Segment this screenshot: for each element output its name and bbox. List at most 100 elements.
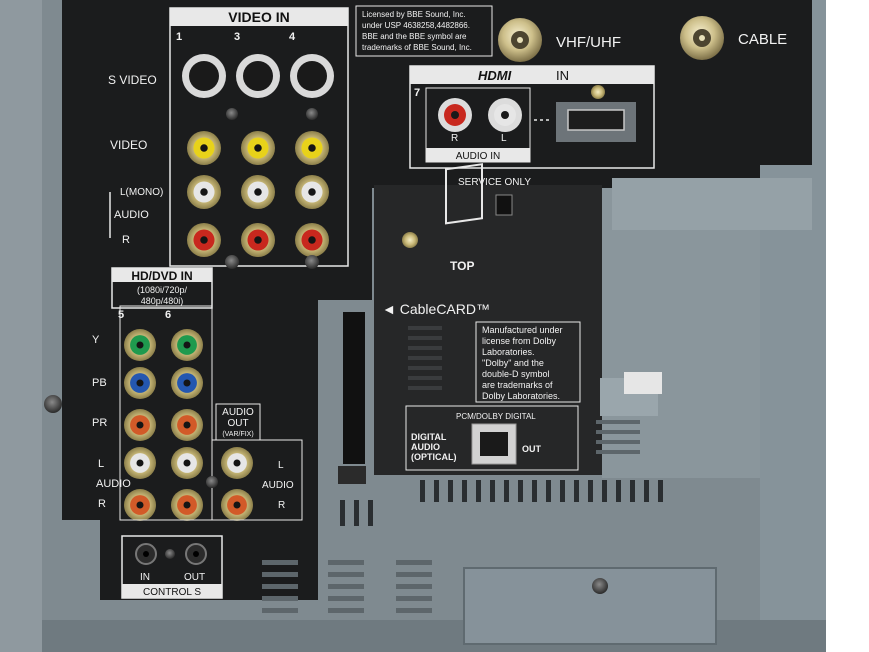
- control-s-title: CONTROL S: [143, 587, 201, 598]
- hdmi-port[interactable]: [567, 109, 625, 131]
- video-in-title-bg: [170, 8, 348, 26]
- hdmi-audio-in-label: AUDIO IN: [456, 151, 500, 162]
- chassis-screw-left: [44, 395, 62, 413]
- pr-label: PR: [92, 417, 107, 429]
- audio-out-sub: (VAR/FIX): [222, 431, 253, 438]
- hdmi-r-label: R: [451, 133, 458, 144]
- bbe-line-4: trademarks of BBE Sound, Inc.: [362, 43, 472, 52]
- video-audio-label: AUDIO: [114, 209, 149, 221]
- panel-screw-5: [206, 476, 218, 488]
- audio-l-jack-1[interactable]: [187, 175, 221, 209]
- vent-grille-panel: [408, 326, 442, 390]
- hd-audio-label: AUDIO: [96, 478, 131, 490]
- y-jack-2[interactable]: [171, 329, 203, 361]
- control-s-out: OUT: [184, 572, 205, 583]
- audio-out-title-2: OUT: [227, 418, 248, 429]
- hdmi-audio-in-bg: [426, 148, 530, 162]
- hdmi-logo: HDMI: [478, 68, 512, 83]
- hdmi-in-label: IN: [556, 68, 569, 83]
- hd-audio-r-jack-1[interactable]: [124, 489, 156, 521]
- video-label: VIDEO: [110, 138, 147, 152]
- hd-dvd-formats-2: 480p/480i): [141, 296, 184, 306]
- audio-r-jack-2[interactable]: [241, 223, 275, 257]
- top-logo: TOP: [450, 259, 474, 273]
- control-s-mid-screw: [165, 549, 175, 559]
- video-in-number-1: 1: [176, 31, 182, 43]
- video-jack-2[interactable]: [241, 131, 275, 165]
- hd-dvd-rca-jacks: [124, 329, 253, 521]
- dolby-line-1: Manufactured under: [482, 325, 563, 335]
- audio-l-jack-3[interactable]: [295, 175, 329, 209]
- hd-dvd-number-5: 5: [118, 309, 124, 321]
- top-logo-box: [445, 163, 483, 225]
- hd-audio-l-jack-1[interactable]: [124, 447, 156, 479]
- hdmi-l-label: L: [501, 133, 507, 144]
- s-video-jacks: [182, 54, 334, 98]
- hd-dvd-title-bg: [112, 268, 212, 282]
- hd-l-label: L: [98, 458, 104, 470]
- chassis-right-edge: [826, 0, 869, 652]
- cable-label: CABLE: [738, 31, 787, 48]
- hd-audio-l-jack-2[interactable]: [171, 447, 203, 479]
- access-cover: [463, 567, 717, 645]
- video-rca-jacks: [187, 131, 329, 257]
- service-port[interactable]: [495, 194, 513, 216]
- pr-jack-2[interactable]: [171, 409, 203, 441]
- panel-screw-3: [225, 255, 239, 269]
- video-in-number-4: 4: [289, 31, 296, 43]
- panel-screw-2: [306, 108, 318, 120]
- dolby-notice-box: [475, 321, 581, 403]
- dolby-line-5: double-D symbol: [482, 369, 550, 379]
- audio-l-jack-2[interactable]: [241, 175, 275, 209]
- video-in-title: VIDEO IN: [228, 9, 289, 25]
- service-only-label: SERVICE ONLY: [458, 177, 531, 188]
- dolby-line-4: "Dolby" and the: [482, 358, 544, 368]
- audio-out-l-label: L: [278, 460, 284, 471]
- s-video-label: S VIDEO: [108, 73, 157, 87]
- dolby-line-2: license from Dolby: [482, 336, 557, 346]
- pr-jack-1[interactable]: [124, 409, 156, 441]
- l-mono-label: L(MONO): [120, 187, 163, 198]
- panel-screw-4: [305, 255, 319, 269]
- vent-grille-left: [262, 560, 432, 613]
- vent-grille-right: [596, 420, 640, 454]
- gray-bay-step: [612, 178, 812, 230]
- dolby-line-7: Dolby Laboratories.: [482, 391, 560, 401]
- audio-out-audio-label: AUDIO: [262, 480, 294, 491]
- audio-out-r-jack[interactable]: [221, 489, 253, 521]
- audio-out-title-1: AUDIO: [222, 407, 254, 418]
- hd-dvd-jack-frame: [119, 305, 213, 521]
- hd-dvd-title: HD/DVD IN: [131, 269, 192, 283]
- audio-r-jack-3[interactable]: [295, 223, 329, 257]
- cablecard-eject: [338, 466, 366, 484]
- hd-r-label: R: [98, 498, 106, 510]
- digital-audio-frame: [405, 405, 579, 471]
- pb-jack-1[interactable]: [124, 367, 156, 399]
- video-jack-3[interactable]: [295, 131, 329, 165]
- hdmi-title-bg: [410, 66, 654, 84]
- y-label: Y: [92, 334, 100, 346]
- pb-jack-2[interactable]: [171, 367, 203, 399]
- hd-dvd-formats-1: (1080i/720p/: [137, 285, 188, 295]
- hd-audio-r-jack-2[interactable]: [171, 489, 203, 521]
- cablecard-label: ◄ CableCARD™: [382, 301, 490, 317]
- pb-label: PB: [92, 377, 107, 389]
- access-cover-screw: [592, 578, 608, 594]
- bbe-line-1: Licensed by BBE Sound, Inc.: [362, 10, 466, 19]
- video-jack-1[interactable]: [187, 131, 221, 165]
- audio-r-jack-1[interactable]: [187, 223, 221, 257]
- gray-bay: [602, 188, 760, 478]
- digital-audio-out: OUT: [522, 444, 542, 454]
- hdmi-number: 7: [414, 87, 420, 99]
- vhf-uhf-label: VHF/UHF: [556, 34, 621, 51]
- control-s-in: IN: [140, 572, 150, 583]
- audio-out-l-jack[interactable]: [221, 447, 253, 479]
- vent-slots-bottom: [340, 480, 663, 526]
- digital-audio-header: PCM/DOLBY DIGITAL: [456, 412, 536, 421]
- dolby-line-3: Laboratories.: [482, 347, 535, 357]
- digital-audio-line-3: (OPTICAL): [411, 452, 457, 462]
- bbe-notice-box: [355, 5, 493, 57]
- chassis-left-edge: [0, 0, 42, 652]
- y-jack-1[interactable]: [124, 329, 156, 361]
